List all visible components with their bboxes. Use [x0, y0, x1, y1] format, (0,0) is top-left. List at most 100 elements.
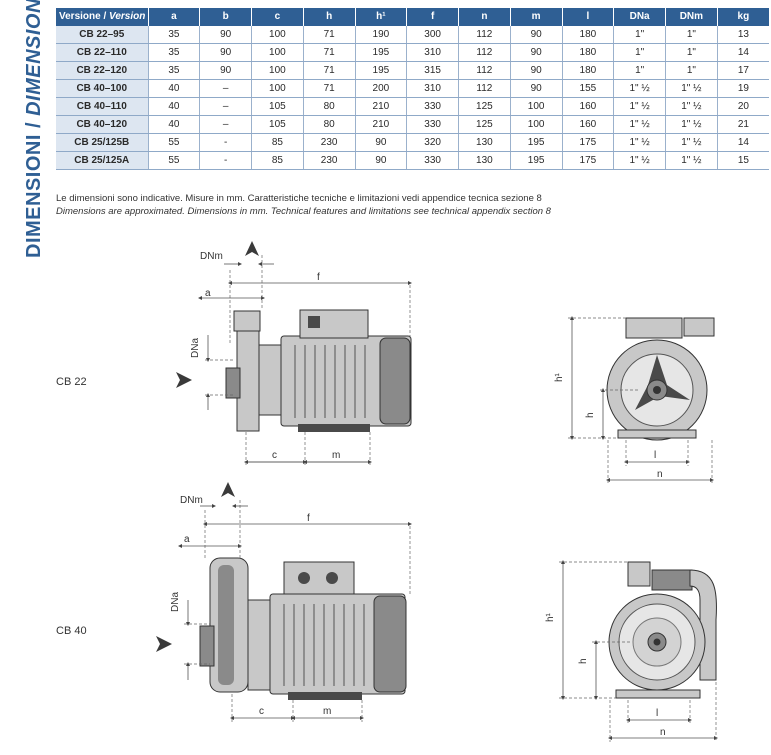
value-cell: 40 — [148, 97, 201, 116]
label-cb40: CB 40 — [56, 625, 87, 637]
value-cell: 40 — [148, 79, 201, 98]
value-cell: – — [199, 79, 252, 98]
table-header-row: Versione / Version a b c h h¹ f n m l DN… — [56, 8, 769, 26]
model-cell: CB 40–110 — [56, 97, 149, 116]
cb22-n-label: n — [657, 469, 663, 480]
cb22-side-view: DNm f a DNa c m — [176, 241, 412, 466]
value-cell: 180 — [562, 43, 615, 62]
value-cell: 320 — [406, 133, 459, 152]
value-cell: 14 — [717, 133, 769, 152]
cb22-a-label: a — [205, 288, 211, 299]
value-cell: 230 — [303, 151, 356, 170]
value-cell: 55 — [148, 151, 201, 170]
model-cell: CB 25/125A — [56, 151, 149, 170]
header-cell: a — [148, 8, 201, 26]
value-cell: – — [199, 97, 252, 116]
value-cell: 125 — [458, 97, 511, 116]
value-cell: 1" — [613, 25, 666, 44]
cb40-c-label: c — [259, 706, 264, 717]
value-cell: 1" ½ — [613, 79, 666, 98]
cb40-l-label: l — [656, 708, 658, 719]
value-cell: 1" ½ — [665, 79, 718, 98]
header-cell: h¹ — [355, 8, 408, 26]
inlet-arrow-icon — [156, 636, 172, 652]
value-cell: 1" — [613, 61, 666, 80]
value-cell: 90 — [510, 61, 563, 80]
value-cell: 112 — [458, 43, 511, 62]
value-cell: 13 — [717, 25, 769, 44]
cb40-front-view: h¹ h l n — [545, 560, 718, 742]
value-cell: 40 — [148, 115, 201, 134]
value-cell: 1" ½ — [613, 115, 666, 134]
value-cell: 90 — [199, 61, 252, 80]
model-cell: CB 25/125B — [56, 133, 149, 152]
value-cell: 80 — [303, 97, 356, 116]
value-cell: 190 — [355, 25, 408, 44]
inlet-arrow-icon — [176, 372, 192, 388]
side-title-it: DIMENSIONI — [23, 134, 45, 258]
cb22-dna-label: DNa — [190, 338, 201, 358]
cb40-h-label: h — [578, 658, 589, 664]
dimensions-table: Versione / Version a b c h h¹ f n m l DN… — [56, 8, 769, 170]
value-cell: 112 — [458, 25, 511, 44]
cb22-h-label: h — [585, 412, 596, 418]
value-cell: 90 — [355, 151, 408, 170]
value-cell: 1" — [665, 61, 718, 80]
value-cell: 310 — [406, 43, 459, 62]
value-cell: 71 — [303, 25, 356, 44]
value-cell: - — [199, 151, 252, 170]
value-cell: 315 — [406, 61, 459, 80]
model-cell: CB 22–110 — [56, 43, 149, 62]
value-cell: 1" ½ — [613, 151, 666, 170]
cb40-dna-label: DNa — [170, 592, 181, 612]
cb22-h1-label: h¹ — [554, 372, 565, 382]
value-cell: 330 — [406, 115, 459, 134]
side-title: DIMENSIONI / DIMENSION — [23, 0, 45, 258]
value-cell: 125 — [458, 115, 511, 134]
value-cell: 35 — [148, 61, 201, 80]
value-cell: 195 — [355, 43, 408, 62]
model-cell: CB 40–100 — [56, 79, 149, 98]
value-cell: 71 — [303, 61, 356, 80]
value-cell: 105 — [251, 97, 304, 116]
value-cell: 230 — [303, 133, 356, 152]
value-cell: 180 — [562, 61, 615, 80]
cb22-dnm-label: DNm — [200, 251, 223, 262]
value-cell: 100 — [251, 25, 304, 44]
model-cell: CB 22–95 — [56, 25, 149, 44]
value-cell: 180 — [562, 25, 615, 44]
value-cell: 1" ½ — [665, 133, 718, 152]
value-cell: 19 — [717, 79, 769, 98]
cb40-dnm-label: DNm — [180, 495, 203, 506]
value-cell: 195 — [510, 151, 563, 170]
value-cell: 160 — [562, 97, 615, 116]
label-cb22: CB 22 — [56, 376, 87, 388]
header-cell: n — [458, 8, 511, 26]
value-cell: 100 — [251, 43, 304, 62]
svg-text:DIMENSIONI / DIMENSION: DIMENSIONI / DIMENSION — [23, 0, 45, 258]
header-cell: l — [562, 8, 615, 26]
value-cell: 310 — [406, 79, 459, 98]
value-cell: 210 — [355, 115, 408, 134]
value-cell: 21 — [717, 115, 769, 134]
value-cell: 130 — [458, 133, 511, 152]
value-cell: 300 — [406, 25, 459, 44]
value-cell: 200 — [355, 79, 408, 98]
cb22-m-label: m — [332, 450, 340, 461]
value-cell: 85 — [251, 133, 304, 152]
header-cell: kg — [717, 8, 769, 26]
header-cell: DNa — [613, 8, 666, 26]
value-cell: 100 — [251, 79, 304, 98]
cb22-f-label: f — [317, 272, 320, 283]
value-cell: 14 — [717, 43, 769, 62]
value-cell: 1" — [665, 25, 718, 44]
value-cell: 17 — [717, 61, 769, 80]
value-cell: 105 — [251, 115, 304, 134]
value-cell: 1" — [613, 43, 666, 62]
